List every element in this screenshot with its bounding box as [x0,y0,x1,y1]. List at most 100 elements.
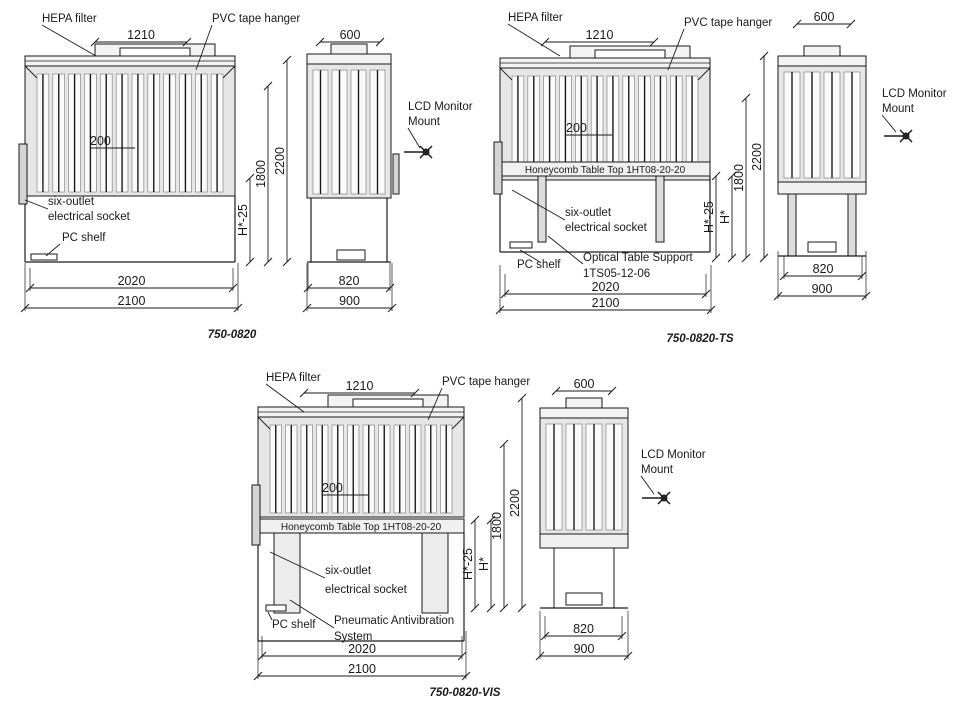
dim-820-label: 820 [813,262,834,276]
label-lcd-monitor: LCD Monitor [641,449,706,461]
b-side-table [777,181,867,195]
socket-leader [511,189,566,221]
b-side-hepa [803,45,841,57]
dimension-tick [649,37,659,47]
dimension-tick [759,253,769,263]
c-brace-left [257,416,271,430]
b-pc-shelf [509,241,533,249]
c-hepa-inner [352,398,424,408]
dimension-tick [245,257,255,267]
c-mount-cross [657,491,671,505]
label-honeycomb-table: Honeycomb Table Top 1HT08-20-20 [525,165,686,176]
dim-900-label: 900 [339,294,360,308]
dim-900-label: 900 [812,282,833,296]
label-pc-shelf: PC shelf [517,259,561,271]
dimension-tick [282,55,292,65]
b-side-support-r [847,193,857,257]
a-socket-rail [18,143,28,205]
dimension-tick [711,253,721,263]
dim-600-label: 600 [574,377,595,391]
hepa-leader [265,383,305,413]
dim-820-label: 820 [573,622,594,636]
lcd-leader [640,475,655,495]
dimension-tick [517,603,527,613]
dim-900-label: 900 [574,642,595,656]
dimension-tick [741,93,751,103]
dimension-tick [711,171,721,181]
c-pneumatic-right [421,532,449,614]
dimension-tick [299,388,309,398]
label-electrical-socket: electrical socket [48,211,131,223]
label-pc-shelf: PC shelf [272,619,316,631]
b-side-top [777,55,867,67]
hepa-leader [41,24,97,57]
a-side-rail [392,153,400,195]
dim-1210-label: 1210 [127,28,155,42]
a-side-top [306,53,392,65]
dimension-tick [410,388,420,398]
pc-leader [45,243,61,257]
label-six-outlet: six-outlet [325,565,372,577]
support-leader [547,235,584,265]
dim-1210-label: 1210 [346,379,374,393]
dimension-tick [499,603,509,613]
c-pc-shelf [265,604,287,612]
pvc-leader [427,387,443,421]
label-pc-shelf: PC shelf [62,232,106,244]
c-socket-rail [251,484,261,546]
label-pvc-tape-hanger: PVC tape hanger [684,17,772,29]
front-view-750-0820 [18,43,236,263]
a-brace-left [24,65,38,79]
dim-200-label: 200 [322,481,343,495]
label-pvc-tape-hanger: PVC tape hanger [442,376,530,388]
c-side-pc-shelf [565,592,603,606]
hepa-leader [507,23,561,57]
c-side-hepa [565,397,603,409]
b-hepa-inner [594,49,666,59]
socket-leader [269,551,326,579]
dimension-tick [540,37,550,47]
a-side-pc-shelf [336,249,366,261]
b-mount-cross [899,129,913,143]
front-view-750-0820-VIS: Honeycomb Table Top 1HT08-20-20 [251,394,465,642]
label-lcd-monitor: LCD Monitor [408,101,473,113]
dimension-tick [263,81,273,91]
a-hepa-inner [119,47,191,57]
pc-leader [267,611,273,621]
label-electrical-socket: electrical socket [325,584,408,596]
dim-2200-label: 2200 [273,147,287,175]
label-honeycomb-table: Honeycomb Table Top 1HT08-20-20 [281,522,442,533]
pc-leader [519,249,541,263]
label-optical-table-support: Optical Table Support [583,252,694,264]
label-electrical-socket: electrical socket [565,222,648,234]
a-side-hepa [330,43,368,55]
caption-750-0820-TS: 750-0820-TS [666,333,733,345]
dim-2020-label: 2020 [348,642,376,656]
label-six-outlet: six-outlet [48,196,95,208]
label-hepa-filter: HEPA filter [266,372,321,384]
lcd-leader [881,114,897,133]
dimension-tick [182,37,192,47]
c-pneumatic-left [273,532,301,614]
dim-820-label: 820 [339,274,360,288]
dimension-tick [607,386,617,396]
dimension-tick [90,37,100,47]
dim-h-label: H* [718,210,732,224]
dimension-tick [759,51,769,61]
dimension-tick [551,386,561,396]
socket-leader [24,199,49,210]
dim-2020-label: 2020 [592,280,620,294]
dim-2100-label: 2100 [348,662,376,676]
dim-h-label: H* [477,557,491,571]
pneumatic-leader [289,599,335,629]
dim-1800-label: 1800 [732,164,746,192]
side-view-750-0820-TS [777,45,867,257]
b-support-right [655,175,665,243]
dim-1800-label: 1800 [490,512,504,540]
label-mount: Mount [641,464,674,476]
pvc-leader [195,24,213,71]
dim-2200-label: 2200 [508,489,522,517]
